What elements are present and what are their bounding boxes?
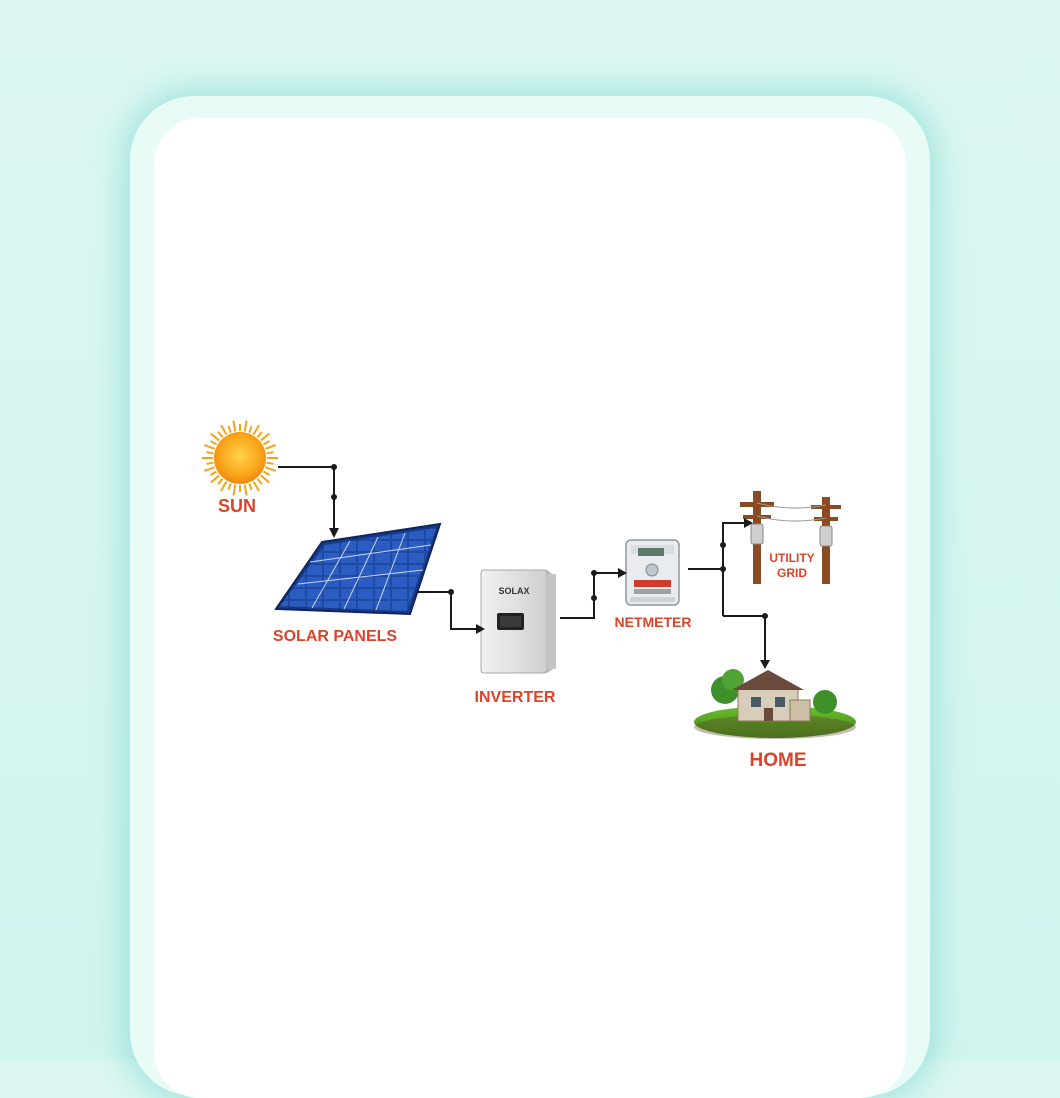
sun-ray — [262, 470, 270, 476]
utility-grid-label-1: UTILITY — [769, 551, 814, 565]
sun-ray — [266, 451, 274, 455]
wire-nodes — [331, 464, 768, 619]
sun-icon — [202, 420, 278, 496]
sun-ray — [252, 480, 260, 492]
sun-ray — [210, 474, 220, 484]
utility-pole-icon — [740, 491, 841, 584]
wire-sun-panel — [278, 466, 335, 532]
sun-ray — [210, 440, 218, 446]
sun-ray — [203, 466, 215, 472]
sun-ray — [265, 466, 277, 472]
netmeter-label: NETMETER — [615, 614, 692, 630]
sun-ray — [210, 470, 218, 476]
sun-ray — [248, 425, 253, 433]
sun-ray — [232, 484, 237, 496]
wire-inverter-netmeter — [560, 572, 622, 619]
sun-ray — [203, 444, 215, 450]
sun-ray — [248, 483, 253, 491]
wire-junction-grid — [722, 522, 748, 616]
utility-grid-label-2: GRID — [777, 566, 807, 580]
inverter-label: INVERTER — [475, 689, 556, 706]
sun-label: SUN — [218, 496, 256, 516]
sun-ray — [265, 444, 277, 450]
sun-ray — [256, 431, 263, 438]
sun-ray — [266, 461, 274, 465]
wire-panel-inverter — [418, 591, 480, 630]
sun-ray — [243, 420, 248, 432]
netmeter-icon — [625, 539, 680, 606]
sun-ray — [262, 440, 270, 446]
wire-junction-home — [723, 615, 766, 664]
sun-ray — [220, 424, 228, 436]
inverter-icon — [480, 569, 556, 674]
wire-arrowheads — [329, 518, 770, 669]
inverter-brand: SOLAX — [498, 586, 529, 596]
sun-ray — [206, 461, 214, 465]
sun-ray — [217, 478, 224, 485]
sun-ray — [243, 484, 248, 496]
sun-ray — [210, 432, 220, 442]
home-label: HOME — [750, 750, 807, 771]
sun-ray — [227, 425, 232, 433]
sun-ray — [227, 483, 232, 491]
sun-ray — [256, 478, 263, 485]
solar-panels-label: SOLAR PANELS — [273, 628, 397, 645]
solar-system-diagram: SUN SOLAR PANELS SOLAX INVERTER NETMETER — [202, 420, 856, 771]
sun-ray — [232, 420, 237, 432]
sun-ray — [260, 432, 270, 442]
sun-ray — [260, 474, 270, 484]
sun-ray — [252, 424, 260, 436]
sun-ray — [217, 431, 224, 438]
sun-ray — [220, 480, 228, 492]
home-icon — [694, 669, 856, 739]
solar-panel-icon — [274, 522, 442, 616]
sun-ray — [206, 451, 214, 455]
